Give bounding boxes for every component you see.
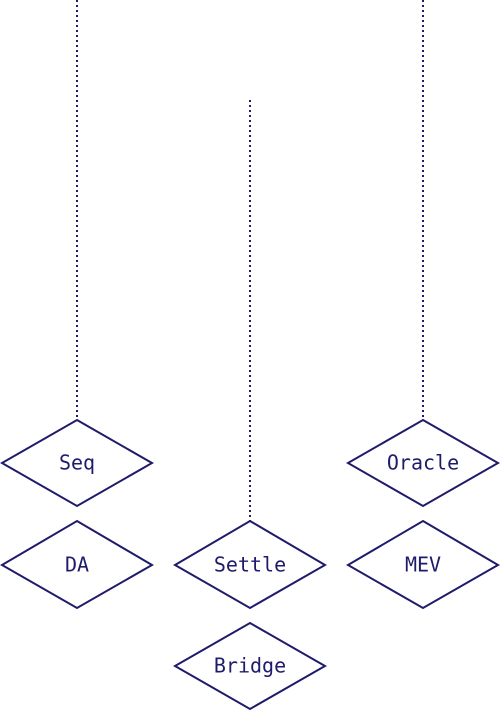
node-da-diamond (0, 519, 154, 610)
node-settle: Settle (173, 519, 327, 610)
node-settle-label: Settle (214, 553, 286, 577)
node-da-label: DA (65, 553, 89, 577)
node-settle-diamond (173, 519, 327, 610)
node-bridge-label: Bridge (214, 654, 286, 678)
node-seq: Seq (0, 418, 155, 508)
node-mev-diamond (346, 519, 500, 610)
node-mev: MEV (346, 519, 500, 610)
node-bridge: Bridge (172, 621, 328, 711)
node-mev-label: MEV (405, 553, 441, 577)
node-seq-diamond (0, 418, 155, 508)
node-oracle-diamond (345, 418, 500, 508)
node-bridge-diamond (172, 621, 328, 711)
node-da: DA (0, 519, 154, 610)
node-oracle: Oracle (345, 418, 500, 508)
node-seq-label: Seq (59, 451, 95, 475)
node-oracle-label: Oracle (387, 451, 459, 475)
